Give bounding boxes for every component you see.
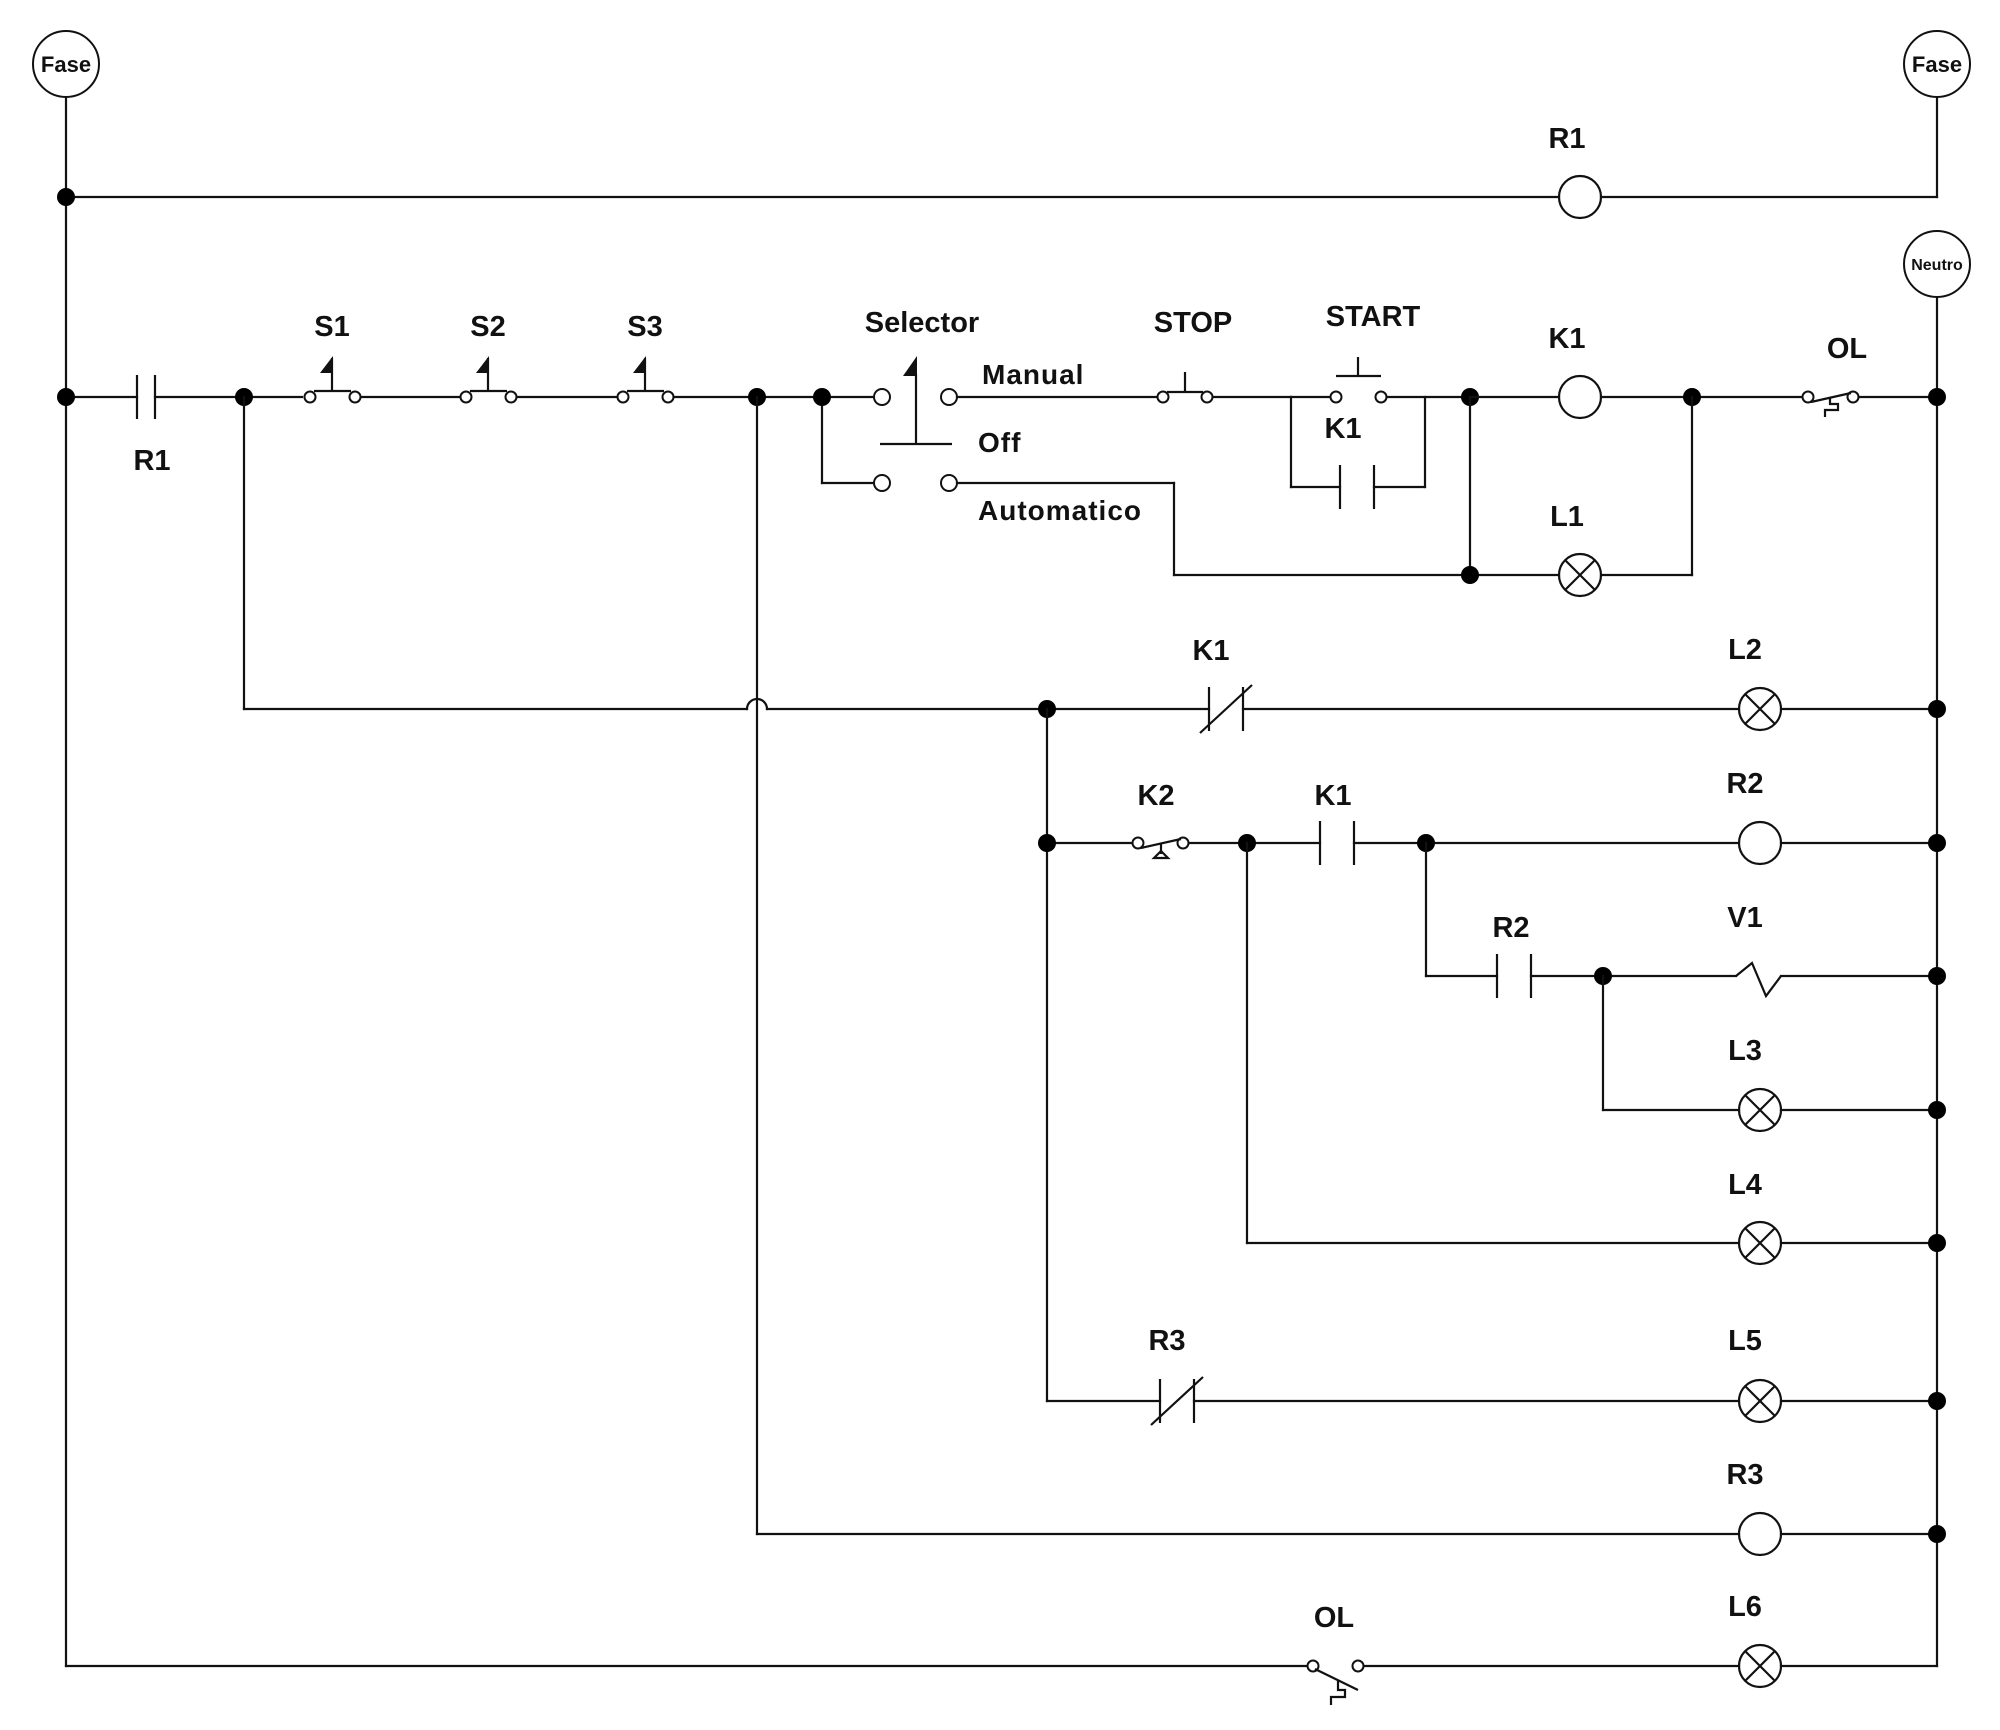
ol-top-contact xyxy=(1801,390,1860,417)
r1-coil xyxy=(1557,174,1603,220)
r2-contact-label: R2 xyxy=(1492,912,1529,944)
l3-label: L3 xyxy=(1728,1035,1762,1067)
start-pushbutton xyxy=(1329,357,1388,404)
stop-label: STOP xyxy=(1154,307,1232,339)
l1-lamp xyxy=(1557,552,1603,598)
rung-v1: R2 V1 xyxy=(1424,841,1946,999)
rung-l2: K1 L2 xyxy=(242,395,1946,734)
r1-contact-label: R1 xyxy=(133,445,170,477)
r2-contact xyxy=(1495,954,1533,998)
s2-label: S2 xyxy=(470,311,505,343)
r3-coil-label: R3 xyxy=(1726,1459,1763,1491)
s3-switch xyxy=(616,356,675,404)
l4-lamp xyxy=(1737,1220,1783,1266)
k1-seal-label: K1 xyxy=(1324,413,1361,445)
l6-label: L6 xyxy=(1728,1591,1762,1623)
k2-label: K2 xyxy=(1137,780,1174,812)
rung-r2: K2 K1 R2 xyxy=(1038,707,1946,1403)
selector-label: Selector xyxy=(865,307,979,339)
l5-lamp xyxy=(1737,1378,1783,1424)
r2-coil xyxy=(1737,820,1783,866)
v1-valve xyxy=(1735,961,1782,999)
neutro-label: Neutro xyxy=(1911,257,1963,274)
rung-l4: L4 xyxy=(1245,841,1946,1266)
l5-label: L5 xyxy=(1728,1325,1762,1357)
s3-label: S3 xyxy=(627,311,662,343)
off-label: Off xyxy=(978,427,1021,458)
fase-terminal-left: Fase xyxy=(32,30,100,98)
s1-label: S1 xyxy=(314,311,349,343)
k1-no-label: K1 xyxy=(1314,780,1351,812)
automatico-label: Automatico xyxy=(978,495,1142,526)
r1-no-contact xyxy=(135,375,157,419)
start-label: START xyxy=(1326,301,1421,333)
k1-coil-label: K1 xyxy=(1548,323,1585,355)
neutro-terminal: Neutro xyxy=(1903,230,1971,298)
k1-nc-label: K1 xyxy=(1192,635,1229,667)
fase-terminal-right: Fase xyxy=(1903,30,1971,98)
s2-switch xyxy=(459,356,518,404)
rung-r1-coil: R1 xyxy=(57,123,1939,220)
k2-contact xyxy=(1131,836,1190,860)
stop-pushbutton xyxy=(1156,372,1214,404)
l2-lamp xyxy=(1737,686,1783,732)
l2-label: L2 xyxy=(1728,634,1762,666)
manual-label: Manual xyxy=(982,359,1084,390)
k1-coil xyxy=(1557,374,1603,420)
ol-top-label: OL xyxy=(1827,333,1867,365)
l6-lamp xyxy=(1737,1643,1783,1689)
l3-lamp xyxy=(1737,1087,1783,1133)
l1-label: L1 xyxy=(1550,501,1584,533)
rung-l3: L3 xyxy=(1601,974,1946,1133)
r1-coil-label: R1 xyxy=(1548,123,1585,155)
r3-coil xyxy=(1737,1511,1783,1557)
rung-l6: OL L6 xyxy=(64,1591,1939,1705)
rung-r3: R3 xyxy=(755,395,1946,1557)
rung-k1-control: R1 S1 S2 S3 xyxy=(57,301,1946,598)
l4-label: L4 xyxy=(1728,1169,1762,1201)
r3-contact-label: R3 xyxy=(1148,1325,1185,1357)
ol-bottom-contact xyxy=(1306,1659,1365,1705)
fase-right-label: Fase xyxy=(1912,52,1962,77)
selector-switch xyxy=(820,356,958,492)
v1-label: V1 xyxy=(1727,902,1762,934)
k1-no-contact xyxy=(1318,821,1356,865)
fase-left-label: Fase xyxy=(41,52,91,77)
ol-bottom-label: OL xyxy=(1314,1602,1354,1634)
r2-coil-label: R2 xyxy=(1726,768,1763,800)
k1-seal-contact xyxy=(1338,465,1376,509)
s1-switch xyxy=(303,356,362,404)
rung-l5: R3 L5 xyxy=(1045,1325,1946,1426)
